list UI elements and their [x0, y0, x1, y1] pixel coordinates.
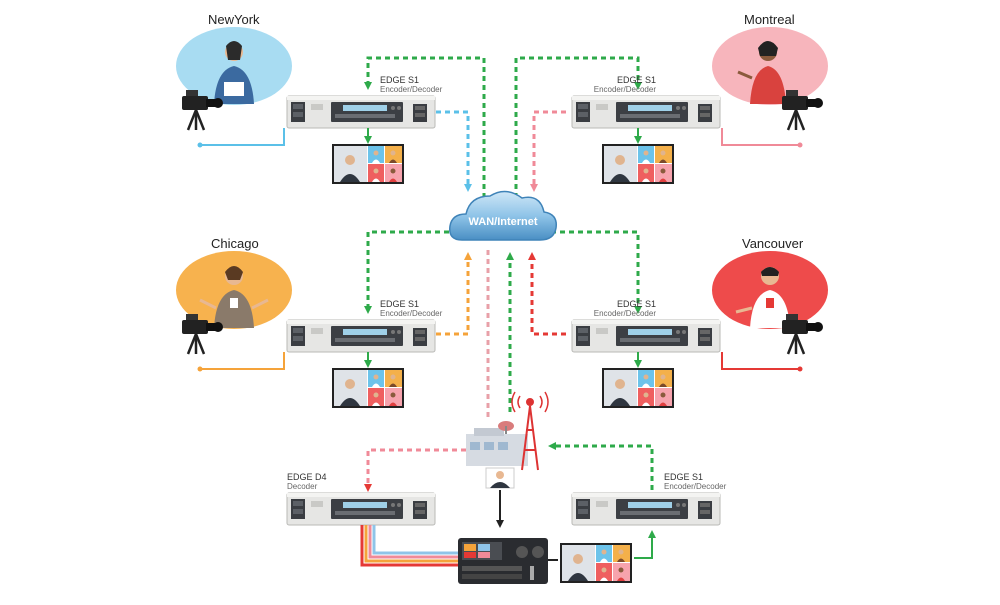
city-label-newyork: NewYork — [208, 12, 260, 27]
newyork-return-link — [364, 56, 486, 198]
studio-decoder-device — [286, 492, 436, 526]
studio-anchor-portrait — [485, 467, 515, 489]
newyork-device-title: EDGE S1 Encoder/Decoder — [380, 75, 442, 95]
montreal-device-name: EDGE S1 — [616, 75, 656, 85]
chicago-device-sub: Encoder/Decoder — [380, 309, 443, 318]
studio-encoder-name: EDGE S1 — [664, 472, 704, 482]
broadcast-studio-icon — [466, 421, 528, 466]
chicago-presenter — [176, 251, 292, 329]
city-label-chicago: Chicago — [211, 236, 259, 251]
montreal-device-sub: Encoder/Decoder — [593, 85, 656, 94]
vancouver-device-title: EDGE S1 Encoder/Decoder — [566, 299, 656, 319]
newyork-multiview-monitor — [332, 144, 404, 184]
studio-encoder-title: EDGE S1 Encoder/Decoder — [664, 472, 726, 492]
vancouver-camera-icon — [780, 312, 825, 356]
vancouver-return-link — [542, 230, 642, 314]
montreal-camera-feed — [721, 128, 800, 146]
montreal-device — [571, 95, 721, 129]
transmission-tower-icon — [511, 391, 549, 471]
encoder-to-tower-link — [548, 442, 654, 490]
montreal-camera-icon — [780, 88, 825, 132]
montreal-device-title: EDGE S1 Encoder/Decoder — [566, 75, 656, 95]
studio-encoder-device — [571, 492, 721, 526]
cloud-label: WAN/Internet — [468, 216, 537, 228]
vancouver-uplink — [528, 252, 566, 336]
city-label-vancouver: Vancouver — [742, 236, 804, 251]
vancouver-device-sub: Encoder/Decoder — [593, 309, 656, 318]
chicago-multiview-monitor — [332, 368, 404, 408]
studio-decoder-sub: Decoder — [287, 482, 318, 491]
vancouver-presenter — [712, 251, 828, 329]
vancouver-camera-feed — [721, 352, 800, 370]
production-switcher — [458, 538, 548, 584]
chicago-device-title: EDGE S1 Encoder/Decoder — [380, 299, 442, 319]
montreal-multiview-monitor — [602, 144, 674, 184]
vancouver-device-name: EDGE S1 — [616, 299, 656, 309]
montreal-return-link — [514, 56, 642, 198]
chicago-device — [286, 319, 436, 353]
montreal-uplink — [530, 110, 566, 192]
chicago-camera-feed — [200, 352, 285, 370]
newyork-device-name: EDGE S1 — [380, 75, 420, 85]
newyork-uplink — [436, 110, 472, 192]
newyork-presenter — [176, 27, 292, 105]
newyork-device — [286, 95, 436, 129]
chicago-uplink — [436, 252, 472, 336]
chicago-return-link — [364, 230, 458, 314]
studio-multiview-monitor — [560, 543, 632, 583]
studio-encoder-sub: Encoder/Decoder — [664, 482, 727, 491]
vancouver-device — [571, 319, 721, 353]
wan-internet-cloud: WAN/Internet — [449, 190, 557, 241]
newyork-camera-feed — [200, 128, 285, 146]
studio-decoder-name: EDGE D4 — [287, 472, 327, 482]
studio-decoder-title: EDGE D4 Decoder — [287, 472, 327, 492]
city-label-montreal: Montreal — [744, 12, 795, 27]
newyork-device-sub: Encoder/Decoder — [380, 85, 443, 94]
chicago-device-name: EDGE S1 — [380, 299, 420, 309]
studio-to-decoder-link — [364, 448, 466, 492]
vancouver-multiview-monitor — [602, 368, 674, 408]
montreal-presenter — [712, 27, 828, 105]
